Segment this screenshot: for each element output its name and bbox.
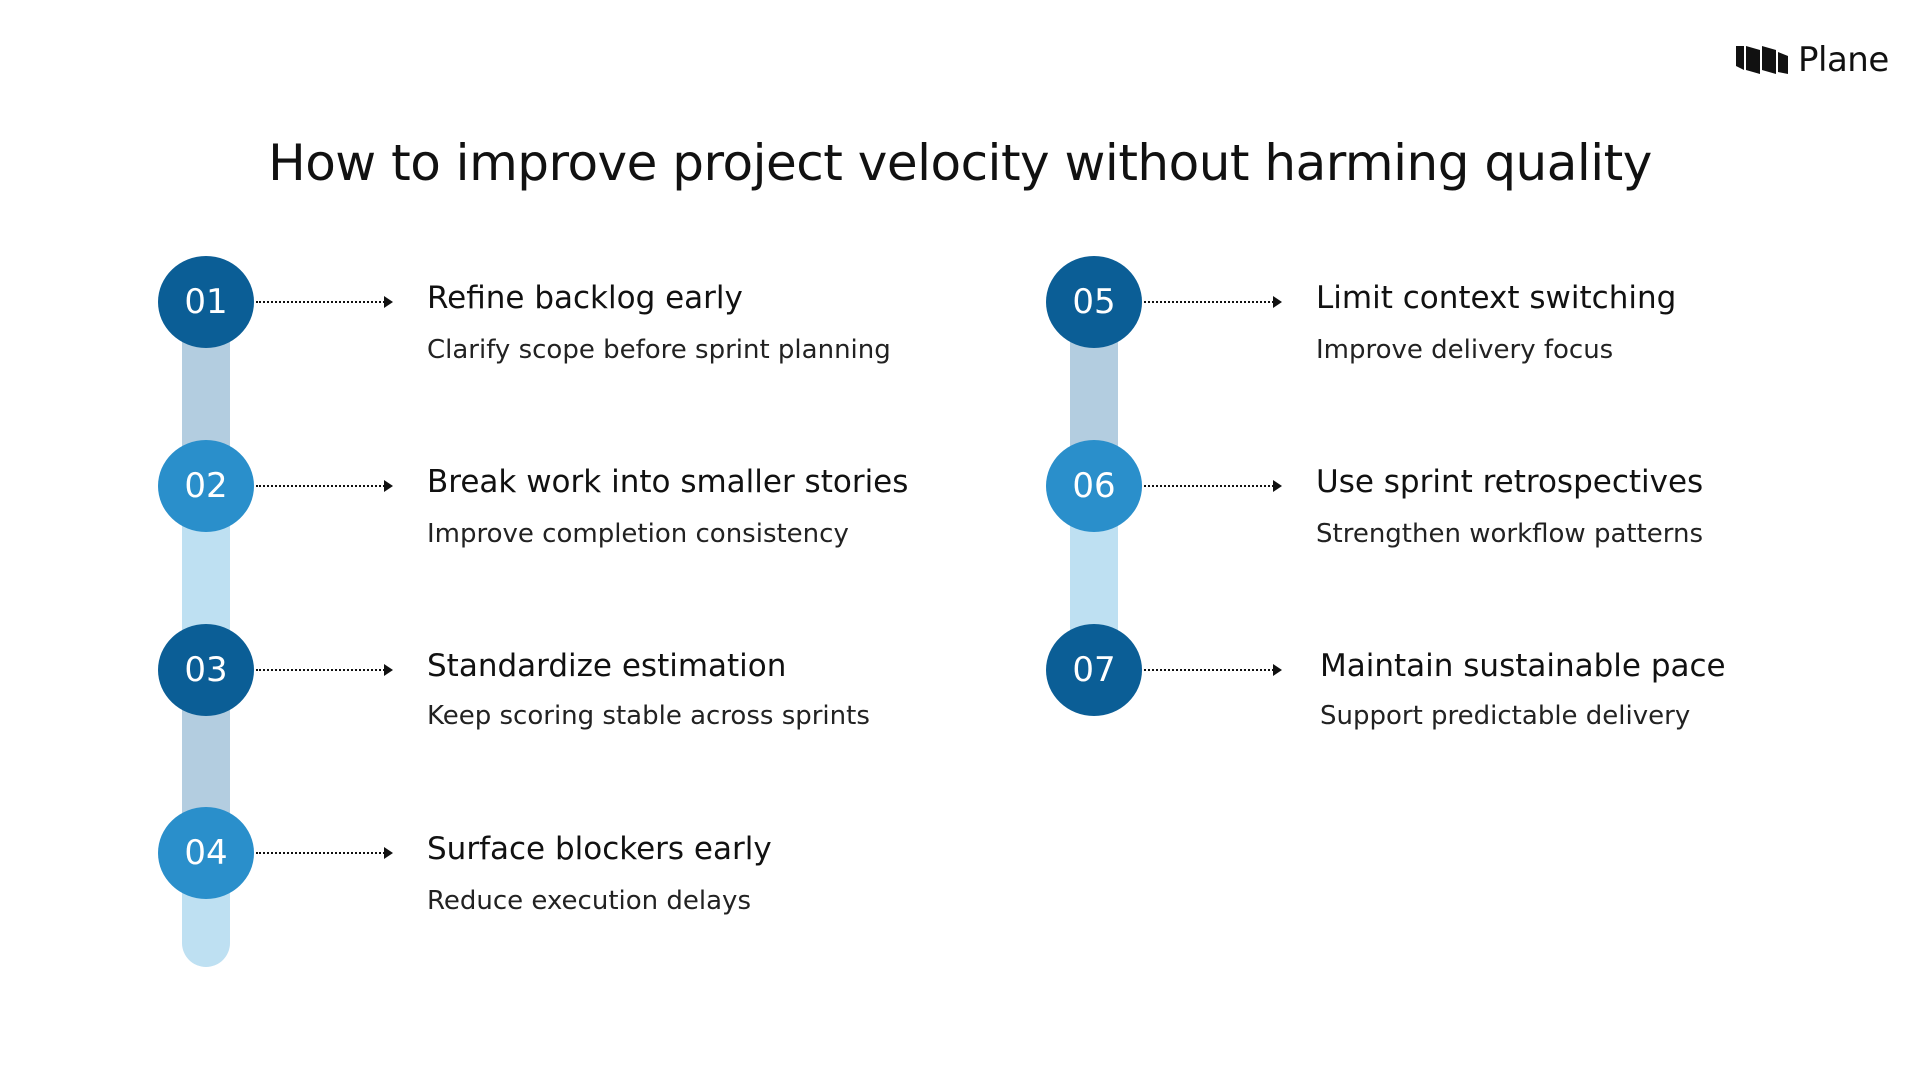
arrow-icon [256, 847, 393, 859]
step-subtitle: Reduce execution delays [427, 886, 751, 916]
page-title: How to improve project velocity without … [268, 134, 1652, 192]
arrow-icon [256, 664, 393, 676]
plane-logo-icon [1736, 46, 1788, 74]
step-subtitle: Improve completion consistency [427, 519, 849, 549]
step-number-circle: 03 [158, 624, 254, 716]
arrow-icon [1144, 664, 1282, 676]
step-subtitle: Improve delivery focus [1316, 335, 1614, 365]
step-number-circle: 07 [1046, 624, 1142, 716]
brand-name: Plane [1798, 40, 1889, 80]
step-title: Maintain sustainable pace [1320, 648, 1726, 684]
step-title: Surface blockers early [427, 831, 772, 867]
step-title: Refine backlog early [427, 280, 743, 316]
step-title: Limit context switching [1316, 280, 1677, 316]
step-number-circle: 01 [158, 256, 254, 348]
step-subtitle: Clarify scope before sprint planning [427, 335, 891, 365]
step-subtitle: Support predictable delivery [1320, 701, 1691, 731]
arrow-icon [256, 296, 393, 308]
step-number-circle: 06 [1046, 440, 1142, 532]
step-title: Break work into smaller stories [427, 464, 909, 500]
step-number-circle: 05 [1046, 256, 1142, 348]
step-subtitle: Keep scoring stable across sprints [427, 701, 870, 731]
step-title: Use sprint retrospectives [1316, 464, 1704, 500]
brand-logo: Plane [1736, 40, 1889, 80]
arrow-icon [1144, 296, 1282, 308]
step-number-circle: 04 [158, 807, 254, 899]
arrow-icon [256, 480, 393, 492]
arrow-icon [1144, 480, 1282, 492]
step-title: Standardize estimation [427, 648, 787, 684]
step-subtitle: Strengthen workflow patterns [1316, 519, 1704, 549]
step-number-circle: 02 [158, 440, 254, 532]
